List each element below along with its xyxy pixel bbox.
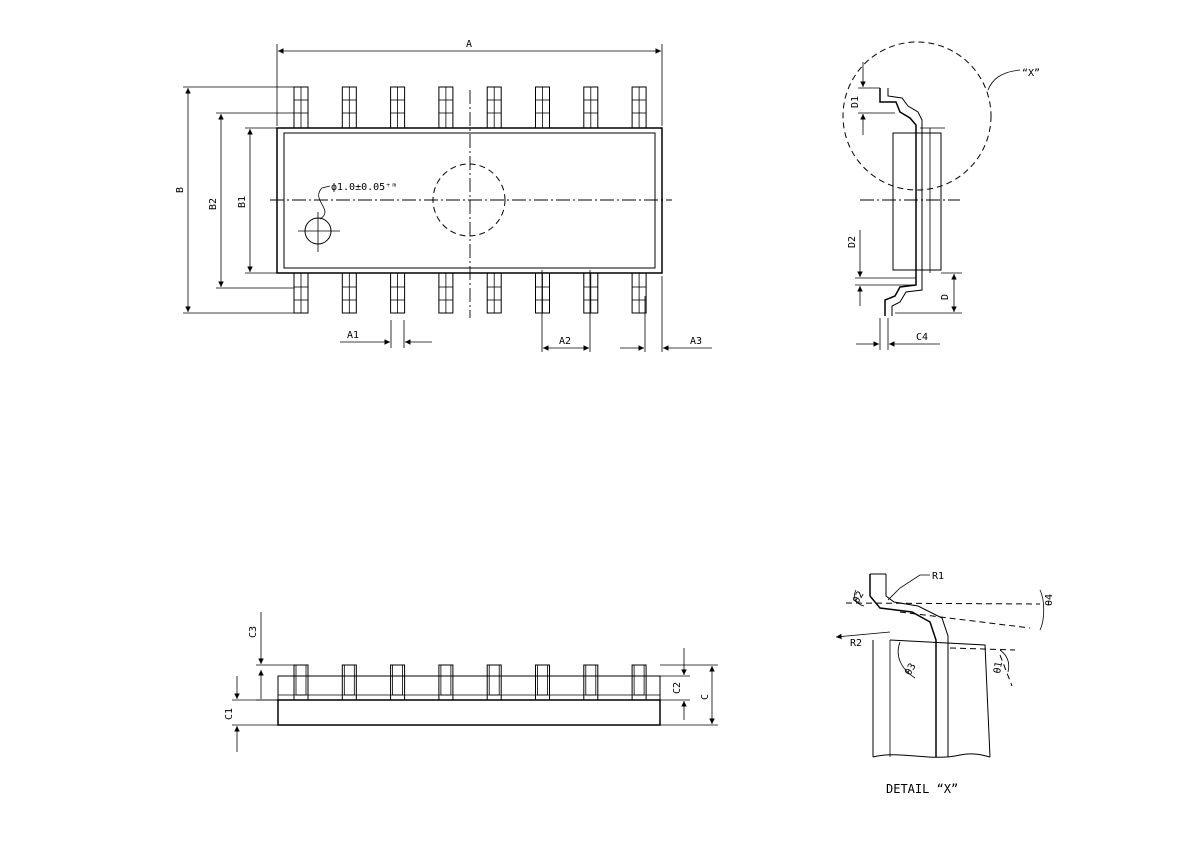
dim-C-label: C (700, 694, 711, 700)
detail-ref-line-angle (899, 611, 1031, 629)
R2-label: R2 (850, 638, 862, 649)
dim-C2-label: C2 (672, 682, 683, 694)
top-pin-upper (341, 86, 357, 129)
top-pin-lower (293, 272, 309, 314)
detail-x-callout: “X” (1022, 68, 1040, 79)
theta2-label: θ2 (851, 590, 867, 606)
end-view-lead-outer (879, 88, 917, 316)
top-pin-upper (293, 86, 309, 129)
front-view-body-bottom (277, 699, 661, 726)
front-pin (390, 664, 406, 701)
end-view: “X” D1 D2 D C4 (842, 41, 1040, 350)
theta4-label: θ4 (1044, 594, 1055, 606)
ejector-mark-circle (432, 163, 506, 237)
end-view-lead-inner (887, 88, 923, 316)
top-pins-lower (293, 272, 647, 314)
front-view-pins (293, 664, 647, 701)
top-pin-lower (438, 272, 454, 314)
front-view-body-top (277, 675, 661, 701)
end-view-body (892, 132, 942, 271)
theta3-label: θ3 (903, 662, 919, 678)
top-pin-upper (438, 86, 454, 129)
top-pins-upper (293, 86, 647, 129)
theta2-arc (854, 589, 865, 607)
R2-leader (835, 631, 891, 640)
top-pin-upper (583, 86, 599, 129)
detail-break-line (872, 753, 991, 758)
dim-D1-label: D1 (850, 96, 861, 108)
front-pin (486, 664, 502, 701)
detail-x-leader (987, 69, 1021, 91)
front-pin (631, 664, 647, 701)
dim-B1-label: B1 (237, 196, 248, 208)
R1-label: R1 (932, 571, 944, 582)
top-view: ϕ1.0±0.05⁺ᵐ A B B2 B1 A1 A2 (175, 39, 712, 352)
front-pin (438, 664, 454, 701)
front-view: C3 C1 C2 C (224, 612, 718, 752)
dim-C4-label: C4 (916, 332, 928, 343)
front-pin (293, 664, 309, 701)
detail-x-circle (842, 41, 992, 191)
dim-B2-label: B2 (208, 198, 219, 210)
top-pin-upper (535, 86, 550, 129)
dim-B-label: B (175, 187, 186, 193)
detail-x-title: DETAIL “X” (886, 782, 958, 796)
dim-C3-label: C3 (248, 626, 259, 638)
dim-C1-label: C1 (224, 708, 235, 720)
top-pin-upper (390, 86, 406, 129)
top-pin-lower (631, 272, 647, 314)
hole-leader (318, 185, 331, 220)
dim-A3-label: A3 (690, 336, 702, 347)
hole-diameter-label: ϕ1.0±0.05⁺ᵐ (331, 182, 397, 193)
detail-ref-line-top (845, 602, 1041, 605)
front-pin (583, 664, 599, 701)
top-pin-lower (486, 272, 502, 314)
front-pin (535, 664, 550, 701)
detail-body-edge (889, 639, 991, 758)
theta1-label: θ1 (992, 661, 1005, 675)
top-pin-lower (583, 272, 599, 314)
dim-A1-label: A1 (347, 330, 359, 341)
top-pin-lower (390, 272, 406, 314)
top-view-body (276, 127, 663, 274)
top-view-body-inner (283, 132, 656, 269)
theta1-arc (999, 649, 1010, 673)
detail-x-view: R1 R2 θ2 θ3 θ4 θ1 DETAIL “X” (835, 571, 1055, 796)
dim-D2-label: D2 (847, 236, 858, 248)
dim-A-label: A (466, 39, 472, 50)
top-pin-upper (486, 86, 502, 129)
top-pin-upper (631, 86, 647, 129)
detail-lead-outer (869, 574, 937, 757)
front-pin (341, 664, 357, 701)
dim-A2-label: A2 (559, 336, 571, 347)
dim-D-label: D (940, 294, 951, 300)
top-pin-lower (341, 272, 357, 314)
R1-leader (887, 574, 930, 601)
detail-ref-line-theta1 (999, 654, 1013, 687)
top-pin-lower (535, 272, 550, 314)
theta3-arc (897, 641, 916, 679)
detail-ref-line-body (949, 647, 1016, 651)
theta4-arc (1039, 589, 1045, 631)
detail-lead-inner (885, 574, 949, 757)
